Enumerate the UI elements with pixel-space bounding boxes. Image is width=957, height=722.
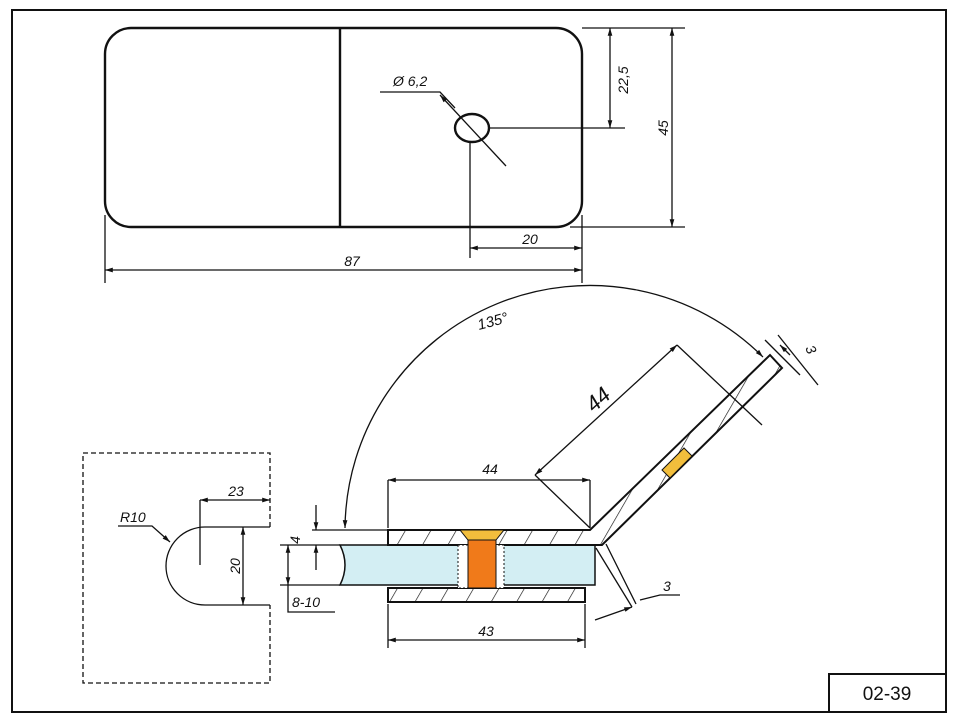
dim-4: 4 (287, 536, 303, 544)
dim-20-slot: 20 (227, 558, 243, 575)
angle-label: 135° (476, 309, 510, 333)
dim-23: 23 (227, 483, 244, 499)
dim-44-wing: 44 (581, 382, 616, 417)
hole-diameter-label: Ø 6,2 (392, 73, 427, 89)
dim-8-10: 8-10 (292, 594, 320, 610)
dim-3-gap: 3 (663, 578, 671, 594)
dim-3-wing: 3 (802, 343, 820, 357)
section-view: 4 8-10 44 43 44 3 3 135° (280, 284, 820, 648)
top-view: Ø 6,2 22,5 45 20 87 (103, 26, 685, 283)
dim-44-plate: 44 (482, 461, 498, 477)
dim-22-5: 22,5 (615, 66, 631, 94)
countersink (458, 529, 506, 541)
frame-border (11, 9, 947, 713)
upper-plate (387, 353, 784, 546)
dim-87: 87 (344, 253, 361, 269)
lower-plate (387, 587, 586, 603)
title-box (828, 673, 947, 713)
glass-cutout-view: 23 20 R10 (82, 452, 271, 684)
dim-45: 45 (655, 120, 671, 136)
drawing-code: 02-39 (863, 684, 912, 705)
bolt (467, 539, 497, 589)
dim-43: 43 (478, 623, 494, 639)
radius-label: R10 (120, 509, 146, 525)
dim-20: 20 (521, 231, 538, 247)
mounting-hole (453, 112, 491, 144)
